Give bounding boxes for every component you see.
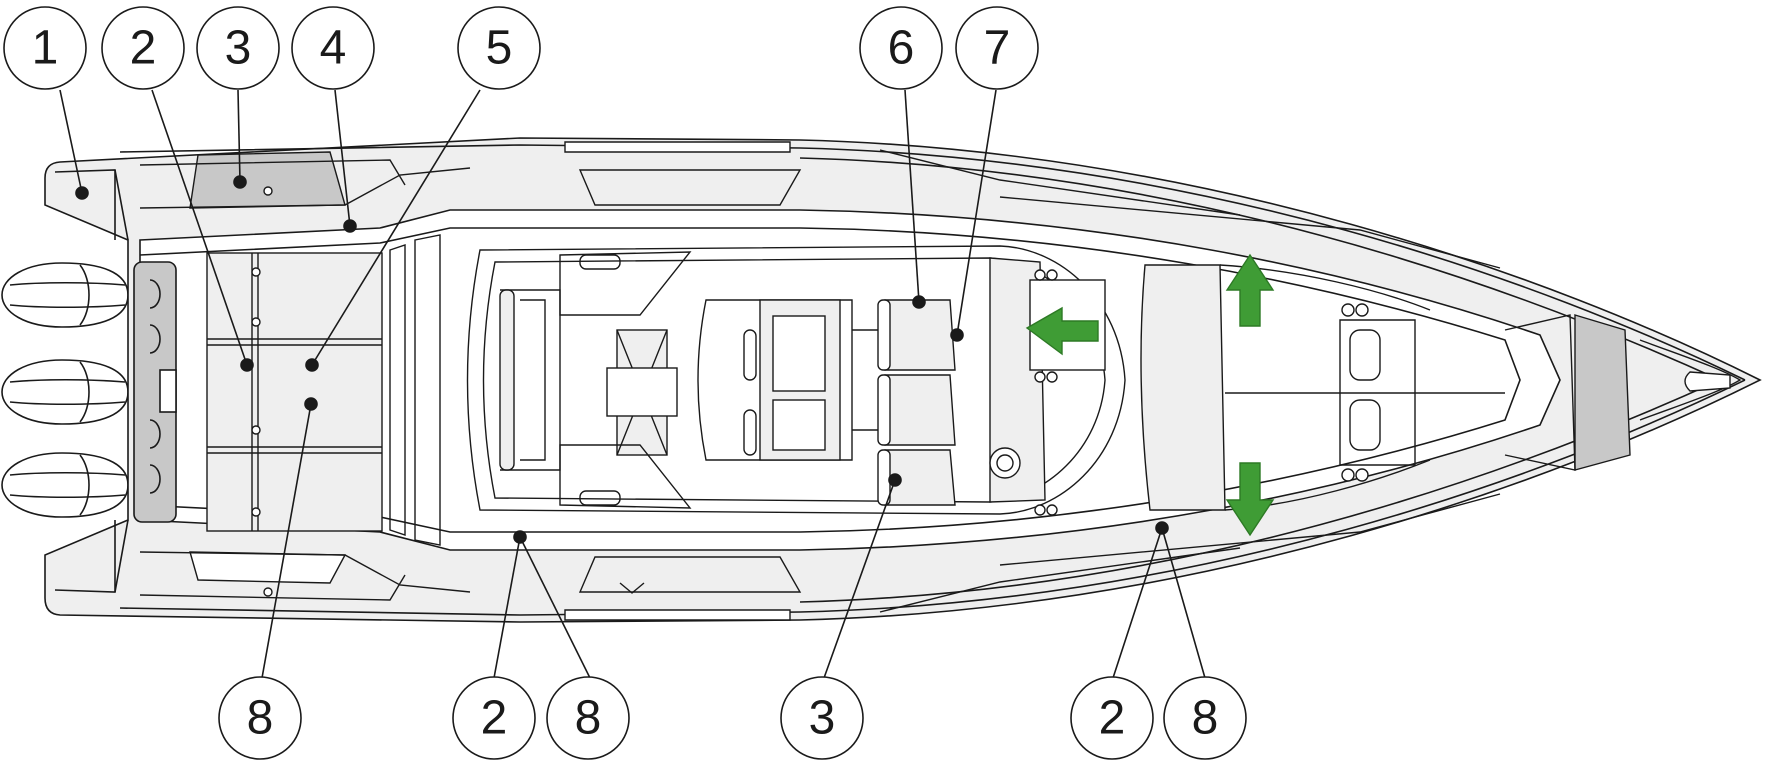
foredeck bbox=[564, 141, 1742, 621]
callout-1: 1 bbox=[3, 6, 87, 90]
arrow-up bbox=[1225, 253, 1275, 327]
callout-3-helm-label: 3 bbox=[809, 692, 836, 745]
callouts-bottom: 8 2 8 3 2 8 bbox=[218, 676, 1247, 760]
callout-8-cockpit-label: 8 bbox=[575, 692, 602, 745]
callout-6-label: 6 bbox=[888, 22, 915, 75]
callout-8-aft-label: 8 bbox=[247, 692, 274, 745]
shaded-locker-top bbox=[189, 151, 346, 209]
callout-8-aft: 8 bbox=[218, 676, 302, 760]
callout-6: 6 bbox=[859, 6, 943, 90]
aft-locker-bottom bbox=[189, 551, 347, 584]
callout-1-label: 1 bbox=[32, 22, 59, 75]
callout-8-cockpit: 8 bbox=[546, 676, 630, 760]
direction-arrows bbox=[1025, 253, 1275, 537]
outboard-engines bbox=[1, 262, 129, 518]
callout-2-fore: 2 bbox=[1070, 676, 1154, 760]
callout-2-label: 2 bbox=[130, 22, 157, 75]
leader-lines bbox=[59, 89, 1206, 679]
callouts-top: 1 2 3 4 5 6 7 bbox=[3, 6, 1039, 90]
callout-2-fore-label: 2 bbox=[1099, 692, 1126, 745]
callout-7-label: 7 bbox=[984, 22, 1011, 75]
callout-5: 5 bbox=[457, 6, 541, 90]
callout-4: 4 bbox=[291, 6, 375, 90]
cockpit bbox=[466, 245, 1126, 516]
engine-bottom bbox=[1, 452, 129, 518]
callout-8-fore: 8 bbox=[1163, 676, 1247, 760]
callout-4-label: 4 bbox=[320, 22, 347, 75]
callout-8-fore-label: 8 bbox=[1192, 692, 1219, 745]
callout-3-helm: 3 bbox=[780, 676, 864, 760]
arrow-left bbox=[1025, 306, 1099, 356]
callout-2: 2 bbox=[101, 6, 185, 90]
callout-2-cockpit: 2 bbox=[452, 676, 536, 760]
aft-deck bbox=[139, 151, 471, 601]
callout-5-label: 5 bbox=[486, 22, 513, 75]
engine-top bbox=[1, 262, 129, 328]
callout-7: 7 bbox=[955, 6, 1039, 90]
arrow-down bbox=[1225, 462, 1275, 537]
engine-middle bbox=[1, 359, 129, 425]
callout-3-label: 3 bbox=[225, 22, 252, 75]
callout-3: 3 bbox=[196, 6, 280, 90]
callout-2-cockpit-label: 2 bbox=[481, 692, 508, 745]
